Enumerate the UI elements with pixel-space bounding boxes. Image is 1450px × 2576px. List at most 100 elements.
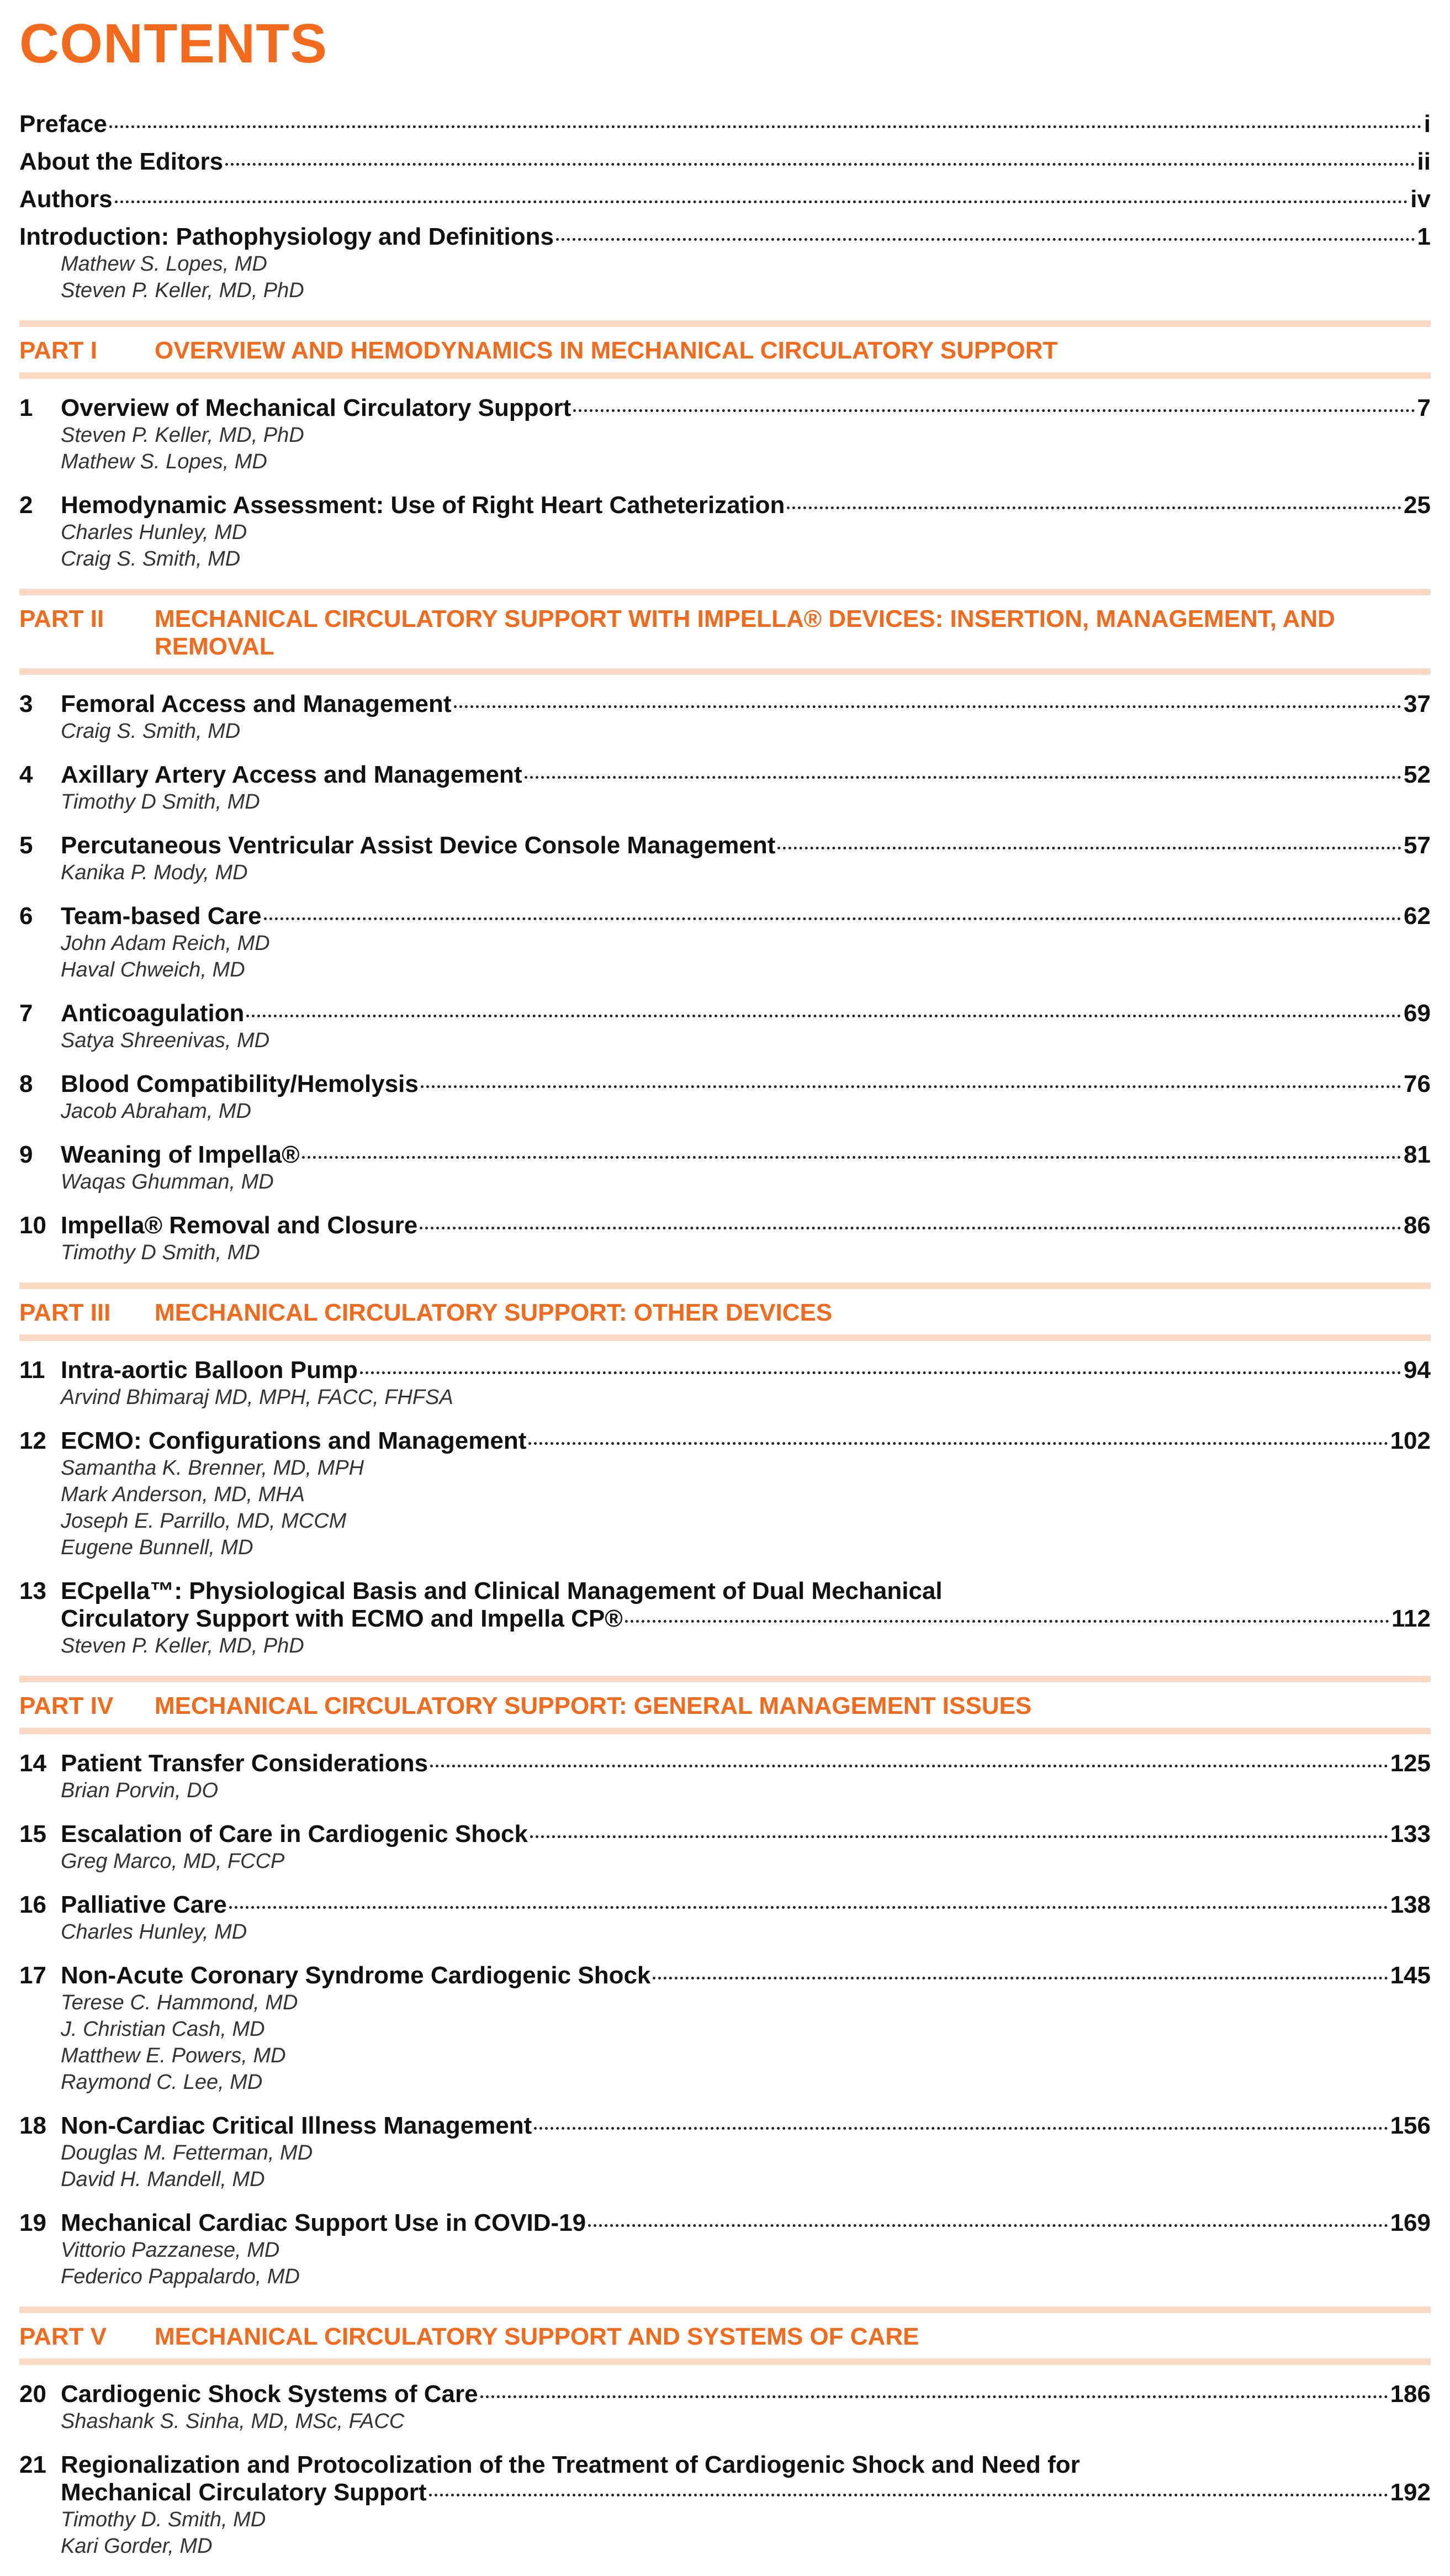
page-number: 133 [1390, 1820, 1431, 1847]
chapter-title: Intra-aortic Balloon Pump [61, 1356, 358, 1384]
author-name: Kanika P. Mody, MD [61, 861, 248, 884]
chapter-title: Team-based Care [61, 902, 262, 930]
chapter-title: Non-Acute Coronary Syndrome Cardiogenic … [61, 1962, 651, 1989]
chapter-number: 6 [19, 902, 33, 930]
chapter-title-line: Circulatory Support with ECMO and Impell… [61, 1605, 1431, 1633]
author-name: Matthew E. Powers, MD [61, 2044, 286, 2067]
dot-leader [653, 1977, 1388, 1979]
chapter-number: 9 [19, 1141, 33, 1168]
dot-leader [524, 776, 1402, 779]
page-number: 25 [1404, 492, 1431, 519]
author-name: Raymond C. Lee, MD [61, 2071, 263, 2094]
chapter-number: 10 [19, 1212, 46, 1239]
dot-leader [229, 1906, 1388, 1909]
chapter-number: 18 [19, 2112, 46, 2139]
part-label: PART II [19, 605, 104, 632]
chapter-title: Blood Compatibility/Hemolysis [61, 1070, 419, 1097]
page-number: 62 [1404, 902, 1431, 930]
part-title: MECHANICAL CIRCULATORY SUPPORT: OTHER DE… [155, 1299, 833, 1326]
author-name: Vittorio Pazzanese, MD [61, 2239, 280, 2262]
page-number: 125 [1390, 1750, 1431, 1777]
part-divider-top [19, 2306, 1431, 2313]
author-name: Samantha K. Brenner, MD, MPH [61, 1456, 364, 1480]
dot-leader [534, 2127, 1388, 2130]
chapter-title: Mechanical Cardiac Support Use in COVID-… [61, 2209, 586, 2236]
front-matter-title: Introduction: Pathophysiology and Defini… [19, 223, 554, 250]
part-divider-bottom [19, 668, 1431, 675]
dot-leader [428, 2494, 1388, 2496]
author-name: Mathew S. Lopes, MD [61, 450, 267, 473]
author-name: Terese C. Hammond, MD [61, 1991, 298, 2014]
page-number: 37 [1404, 690, 1431, 717]
author-name: Steven P. Keller, MD, PhD [61, 279, 304, 302]
chapter-title: Non-Cardiac Critical Illness Management [61, 2112, 532, 2139]
page-number: 94 [1404, 1356, 1431, 1384]
part-label: PART V [19, 2323, 107, 2350]
dot-leader [301, 1156, 1402, 1159]
author-name: Timothy D. Smith, MD [61, 2508, 266, 2531]
chapter-title: Escalation of Care in Cardiogenic Shock [61, 1820, 528, 1847]
chapter-number: 20 [19, 2380, 46, 2408]
chapter-entry: 18 Non-Cardiac Critical Illness Managemen… [19, 2112, 1431, 2193]
page-number: 186 [1390, 2380, 1431, 2408]
front-matter-entry: Introduction: Pathophysiology and Defini… [19, 223, 1431, 304]
page-number: 76 [1404, 1070, 1431, 1097]
part-label: PART I [19, 337, 97, 364]
author-name: Douglas M. Fetterman, MD [61, 2141, 313, 2165]
page-number: i [1423, 110, 1431, 138]
dot-leader [453, 705, 1402, 708]
page-number: iv [1410, 186, 1431, 213]
dot-leader [555, 238, 1415, 241]
chapter-title-line: Regionalization and Protocolization of t… [61, 2451, 1431, 2479]
page-number: 1 [1417, 223, 1431, 250]
chapter-title: Patient Transfer Considerations [61, 1750, 428, 1777]
part-label: PART III [19, 1299, 111, 1326]
chapter-number: 7 [19, 1000, 33, 1027]
author-name: John Adam Reich, MD [61, 932, 270, 955]
chapter-number: 12 [19, 1427, 46, 1454]
chapter-number: 2 [19, 492, 33, 519]
part-heading: PART II MECHANICAL CIRCULATORY SUPPORT WI… [19, 595, 1431, 668]
author-name: Mathew S. Lopes, MD [61, 252, 267, 276]
front-matter-title: About the Editors [19, 148, 224, 175]
author-name: Federico Pappalardo, MD [61, 2265, 300, 2288]
author-name: Timothy D Smith, MD [61, 1241, 260, 1264]
chapter-title-block: ECpella™: Physiological Basis and Clinic… [61, 1577, 1431, 1633]
part-divider-bottom [19, 1728, 1431, 1734]
author-name: Eugene Bunnell, MD [61, 1536, 253, 1559]
part-title: MECHANICAL CIRCULATORY SUPPORT WITH IMPE… [155, 605, 1335, 660]
chapter-title: Anticoagulation [61, 1000, 245, 1027]
author-name: J. Christian Cash, MD [61, 2018, 265, 2041]
part-divider-bottom [19, 2358, 1431, 2365]
author-name: Jacob Abraham, MD [61, 1100, 251, 1123]
part-label: PART IV [19, 1692, 114, 1719]
chapter-title: Palliative Care [61, 1891, 227, 1918]
chapter-title-block: Regionalization and Protocolization of t… [61, 2451, 1431, 2506]
part-header: PART III MECHANICAL CIRCULATORY SUPPORT: … [19, 1282, 1431, 1341]
